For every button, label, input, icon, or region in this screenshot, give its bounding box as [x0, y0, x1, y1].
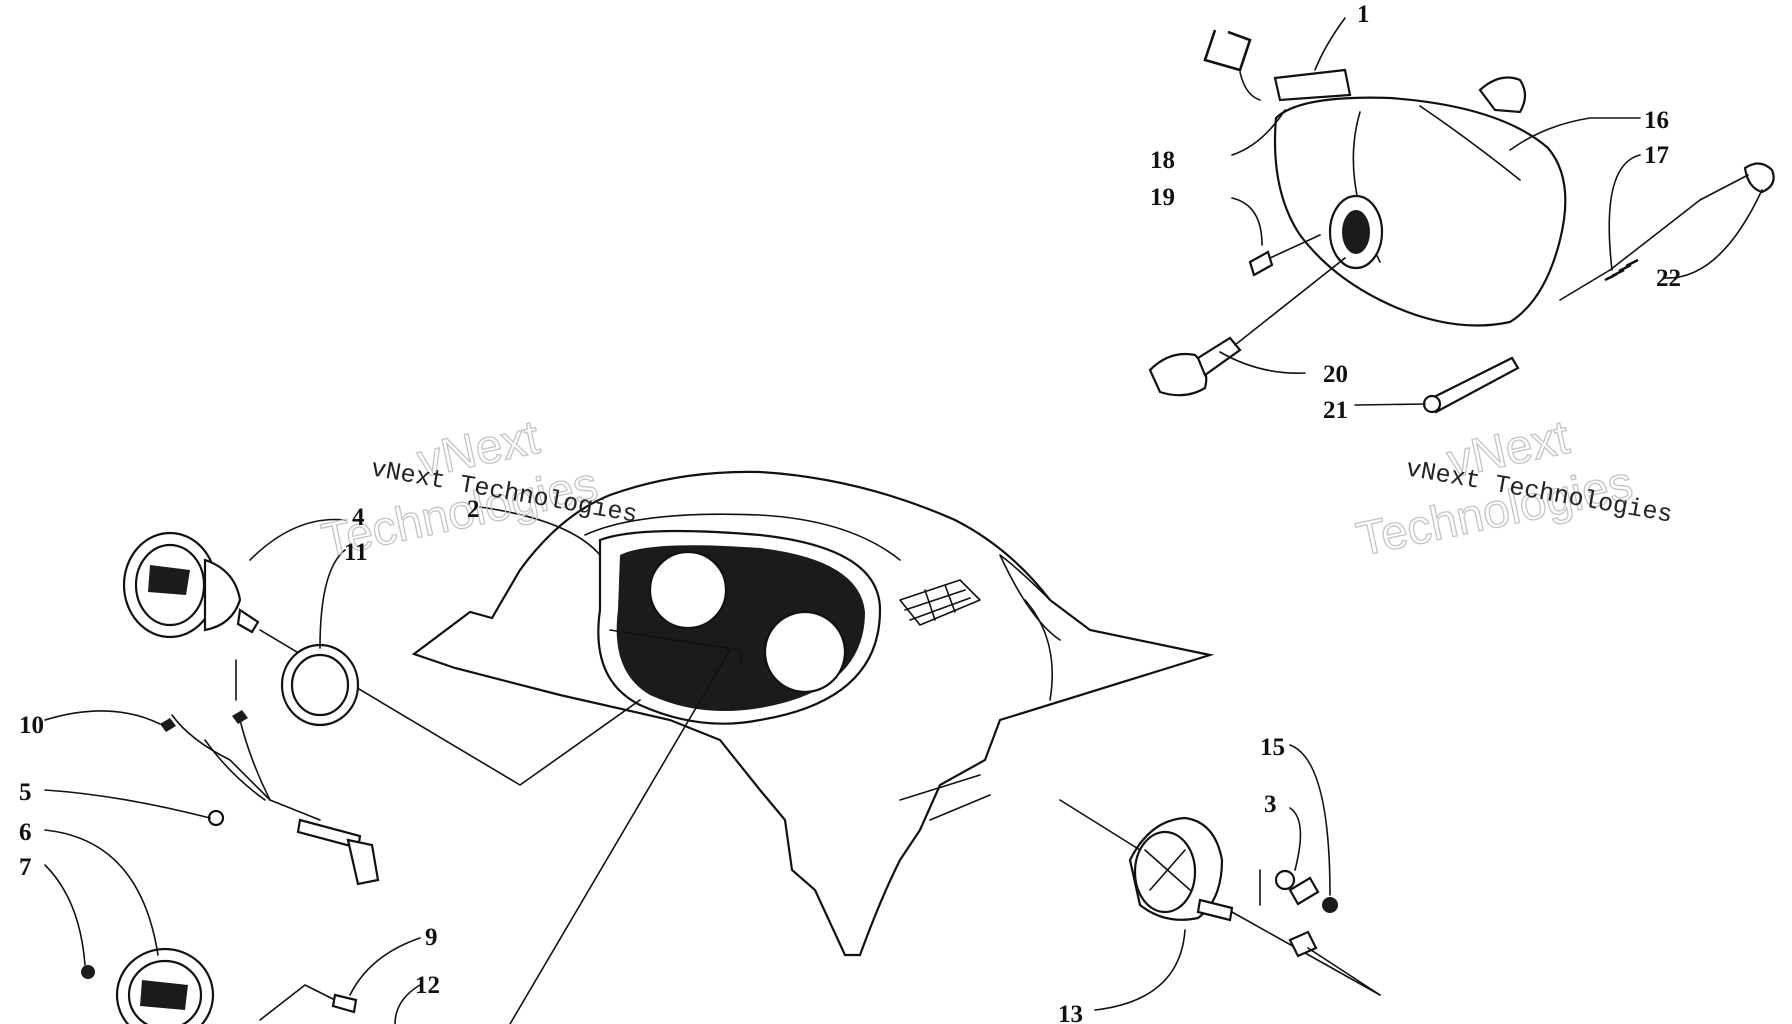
callout-20: 20	[1323, 361, 1348, 388]
callout-17: 17	[1644, 142, 1669, 169]
callout-21: 21	[1323, 397, 1348, 424]
hood-console	[411, 470, 1215, 957]
callout-11: 11	[344, 539, 368, 566]
callout-19: 19	[1150, 184, 1175, 211]
gauge-4	[122, 531, 641, 786]
gauge-6	[81, 629, 743, 1024]
callout-4: 4	[352, 504, 365, 531]
callout-1: 1	[1357, 1, 1370, 28]
callout-12: 12	[415, 972, 440, 999]
callout-9: 9	[425, 924, 438, 951]
callout-3: 3	[1264, 791, 1277, 818]
callout-6: 6	[19, 819, 32, 846]
callout-2: 2	[467, 496, 480, 523]
wiring-harness	[160, 659, 380, 886]
callout-22: 22	[1656, 265, 1681, 292]
callout-16: 16	[1644, 107, 1669, 134]
callout-15: 15	[1260, 734, 1285, 761]
callout-numbers: 1 2 3 4 5 6 7 9 10 11 12 13 15 16 17 18 …	[19, 1, 1681, 1024]
callout-5: 5	[19, 779, 32, 806]
callout-18: 18	[1150, 147, 1175, 174]
callout-13: 13	[1058, 1001, 1083, 1024]
callout-10: 10	[19, 712, 44, 739]
headlight-assembly	[1148, 29, 1775, 414]
leader-lines	[44, 17, 1763, 1024]
callout-7: 7	[19, 854, 32, 881]
light-housing-13	[1059, 799, 1381, 996]
